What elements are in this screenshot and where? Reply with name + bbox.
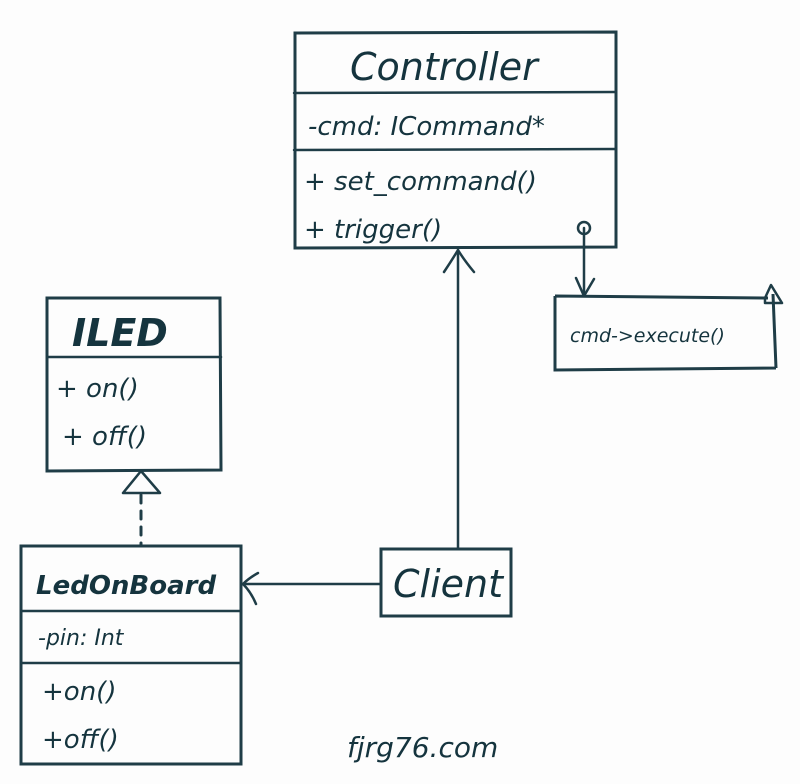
controller-attribute: -cmd: ICommand* (308, 112, 545, 142)
realization-arrow (121, 469, 162, 548)
note-dogear-icon (763, 283, 784, 305)
client-class-name: Client (393, 562, 505, 606)
ledonboard-method-off: +off() (42, 725, 119, 755)
iled-method-off: + off() (62, 422, 147, 452)
note-box[interactable]: cmd->execute() (553, 283, 784, 372)
iled-method-on: + on() (56, 374, 139, 404)
iled-interface-name: ILED (72, 311, 168, 355)
controller-name-divider (292, 90, 618, 95)
ledonboard-class-name: LedOnBoard (36, 571, 216, 601)
controller-attr-divider (292, 147, 618, 152)
ledonboard-method-on: +on() (42, 677, 116, 707)
controller-method-set-command: + set_command() (304, 167, 537, 197)
association-client-ledonboard (241, 571, 383, 606)
controller-class-border (293, 30, 618, 250)
realization-triangle-icon (121, 469, 162, 495)
association-client-controller (442, 248, 476, 551)
association-arrowhead-left-icon (241, 571, 260, 606)
client-border (379, 547, 513, 618)
note-link (574, 220, 596, 298)
iled-interface[interactable]: ILED + on() + off() (45, 296, 223, 473)
association-arrowhead-up-icon (442, 248, 476, 274)
ledonboard-class[interactable]: LedOnBoard -pin: Int +on() +off() (19, 544, 243, 766)
ledonboard-border (19, 544, 243, 766)
controller-class[interactable]: Controller -cmd: ICommand* + set_command… (292, 30, 618, 250)
note-border (553, 293, 778, 372)
watermark: fjrg76.com (347, 731, 498, 764)
controller-method-trigger: + trigger() (304, 215, 442, 245)
note-text: cmd->execute() (570, 325, 725, 347)
controller-class-name: Controller (350, 45, 540, 89)
client-class[interactable]: Client (379, 547, 513, 618)
iled-border (45, 296, 223, 473)
ledonboard-attribute: -pin: Int (38, 626, 125, 651)
